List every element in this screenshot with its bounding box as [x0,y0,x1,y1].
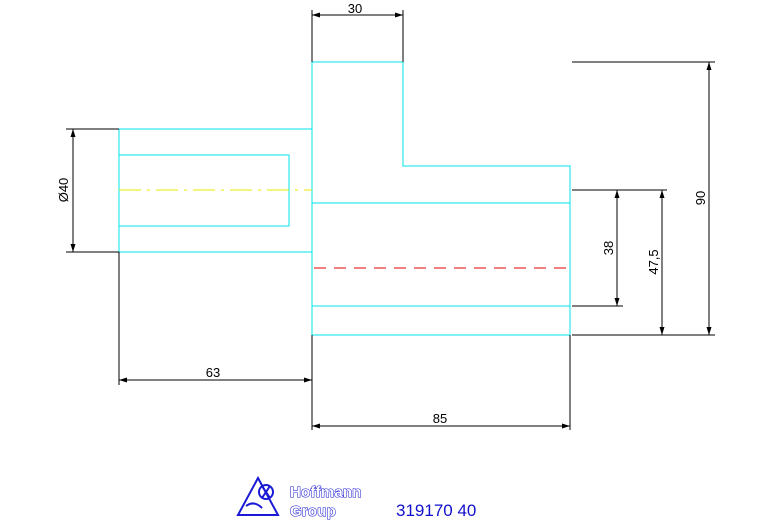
part-number: 319170 40 [396,501,476,520]
dimension-lines [66,10,715,430]
dimension-label-38: 38 [601,241,616,255]
hoffmann-logo-icon [236,475,280,516]
dimension-label-diameter-40: Ø40 [56,178,71,203]
dimension-label-63: 63 [206,365,220,380]
dimension-label-47-5: 47,5 [646,249,661,274]
dimension-arrows [70,12,712,429]
dimension-label-85: 85 [433,411,447,426]
dimension-label-90: 90 [693,191,708,205]
part-outline [118,61,571,336]
dimension-label-30: 30 [348,1,362,16]
hoffmann-group-logo: Hoffmann Group [236,475,362,521]
body-outline [311,61,571,336]
brand-name-line-2: Group [290,503,336,520]
brand-name-line-1: Hoffmann [290,484,362,501]
